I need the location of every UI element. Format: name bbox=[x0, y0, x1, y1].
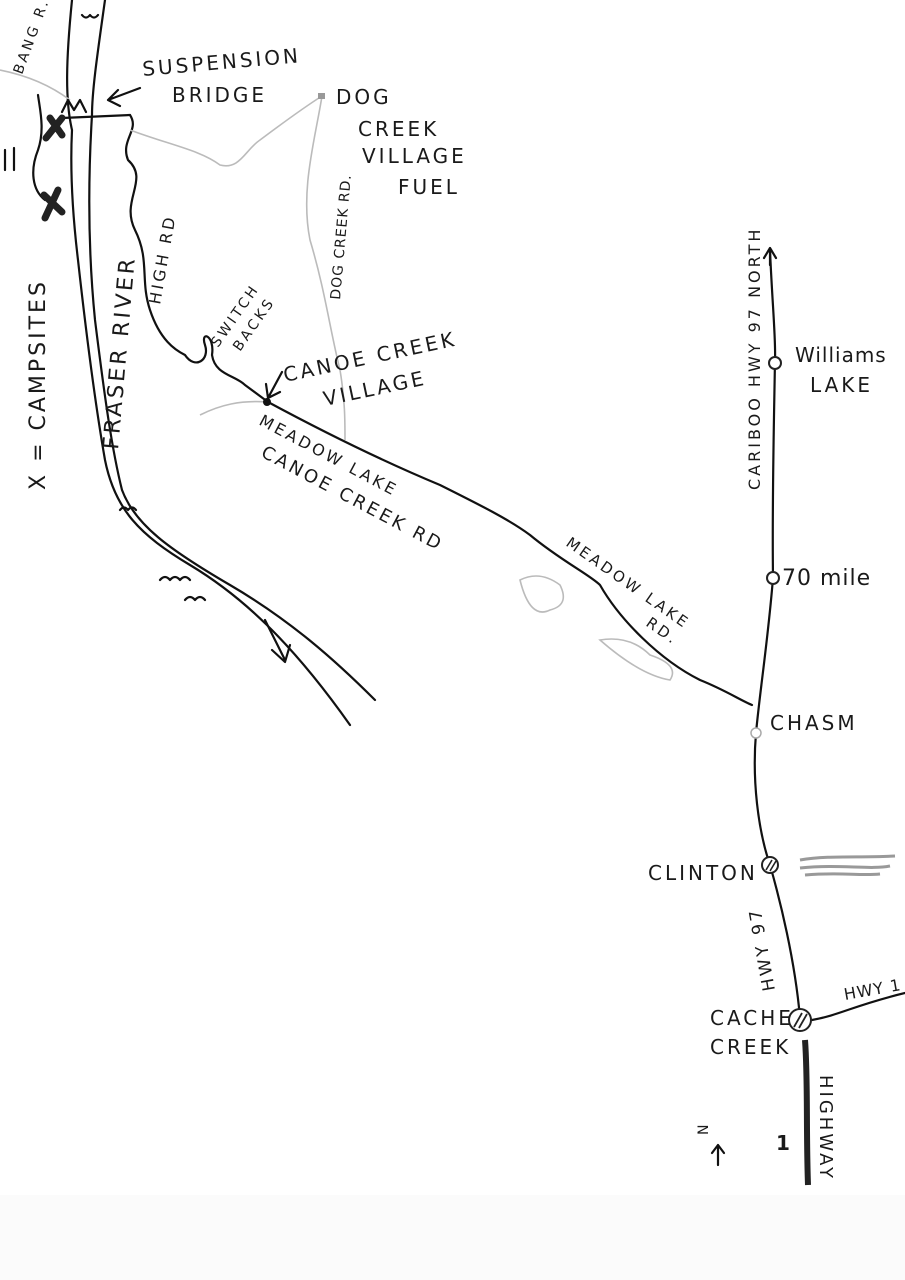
canoe-creek-village-marker bbox=[263, 398, 271, 406]
label-highway-1-number: 1 bbox=[776, 1131, 793, 1155]
cache-creek-marker bbox=[788, 1008, 812, 1032]
canoe-creek-arrow bbox=[264, 370, 284, 400]
north-arrow-hwy bbox=[762, 246, 778, 267]
label-creek: CREEK bbox=[358, 117, 439, 141]
label-cariboo-hwy: CARIBOO HWY 97 NORTH bbox=[745, 227, 764, 490]
label-fuel: FUEL bbox=[398, 175, 460, 199]
lake-2 bbox=[598, 638, 674, 681]
label-north: N bbox=[696, 1122, 712, 1135]
north-arrow bbox=[710, 1143, 726, 1167]
meadow-lake-canoe-creek-road bbox=[266, 400, 754, 707]
highway-1-south bbox=[802, 1039, 811, 1186]
lake-1 bbox=[519, 575, 565, 613]
river-flow-marks bbox=[80, 13, 207, 602]
pencil-scribble bbox=[799, 854, 896, 877]
bang-river bbox=[0, 69, 71, 101]
campsite-x-2 bbox=[40, 186, 66, 222]
suspension-bridge bbox=[60, 98, 132, 120]
river-direction-arrow bbox=[263, 618, 292, 664]
label-bridge: BRIDGE bbox=[172, 83, 267, 107]
fraser-river-west-bank bbox=[66, 0, 352, 727]
label-williams: Williams bbox=[795, 343, 887, 367]
campsite-x-1 bbox=[42, 114, 66, 142]
label-hwy-97: HWY 97 bbox=[745, 905, 779, 992]
label-hwy-1-east: HWY 1 bbox=[842, 975, 902, 1004]
dog-creek-road bbox=[305, 95, 346, 441]
label-dog-creek-rd: DOG CREEK RD. bbox=[328, 174, 355, 301]
bang-river-bank bbox=[32, 93, 47, 202]
label-meadow-lake-rd: MEADOW LAKE bbox=[563, 534, 694, 633]
dog-creek-marker bbox=[318, 93, 325, 99]
chasm-marker bbox=[750, 727, 762, 739]
bridge-to-dog-creek-track bbox=[129, 95, 323, 167]
clinton-marker bbox=[761, 856, 779, 874]
label-clinton: CLINTON bbox=[648, 861, 758, 885]
high-road bbox=[125, 113, 270, 404]
label-chasm: CHASM bbox=[770, 711, 858, 735]
label-village: VILLAGE bbox=[362, 144, 467, 168]
label-bang-river: BANG R. bbox=[11, 0, 53, 76]
label-campsites-legend: X = CAMPSITES bbox=[26, 279, 51, 490]
fraser-river-east-bank bbox=[88, 0, 377, 702]
bridge-arrow bbox=[106, 86, 142, 108]
seventy-mile-marker bbox=[766, 571, 780, 585]
highway-1-east bbox=[810, 991, 905, 1022]
label-highway-1: HIGHWAY bbox=[815, 1075, 836, 1181]
label-70-mile: 70 mile bbox=[782, 566, 871, 591]
label-high-rd: HIGH RD bbox=[145, 213, 179, 306]
side-trail bbox=[199, 400, 269, 416]
paper-edge bbox=[0, 1195, 905, 1280]
label-lake: LAKE bbox=[810, 373, 873, 397]
williams-lake-marker bbox=[768, 356, 782, 370]
label-suspension: SUSPENSION bbox=[141, 43, 301, 81]
label-dog: DOG bbox=[336, 85, 392, 109]
label-creek-cache: CREEK bbox=[710, 1035, 791, 1059]
label-fraser-river: FRASER RIVER bbox=[99, 255, 141, 451]
label-cache: CACHE bbox=[710, 1006, 794, 1030]
tick-marks bbox=[3, 146, 16, 172]
